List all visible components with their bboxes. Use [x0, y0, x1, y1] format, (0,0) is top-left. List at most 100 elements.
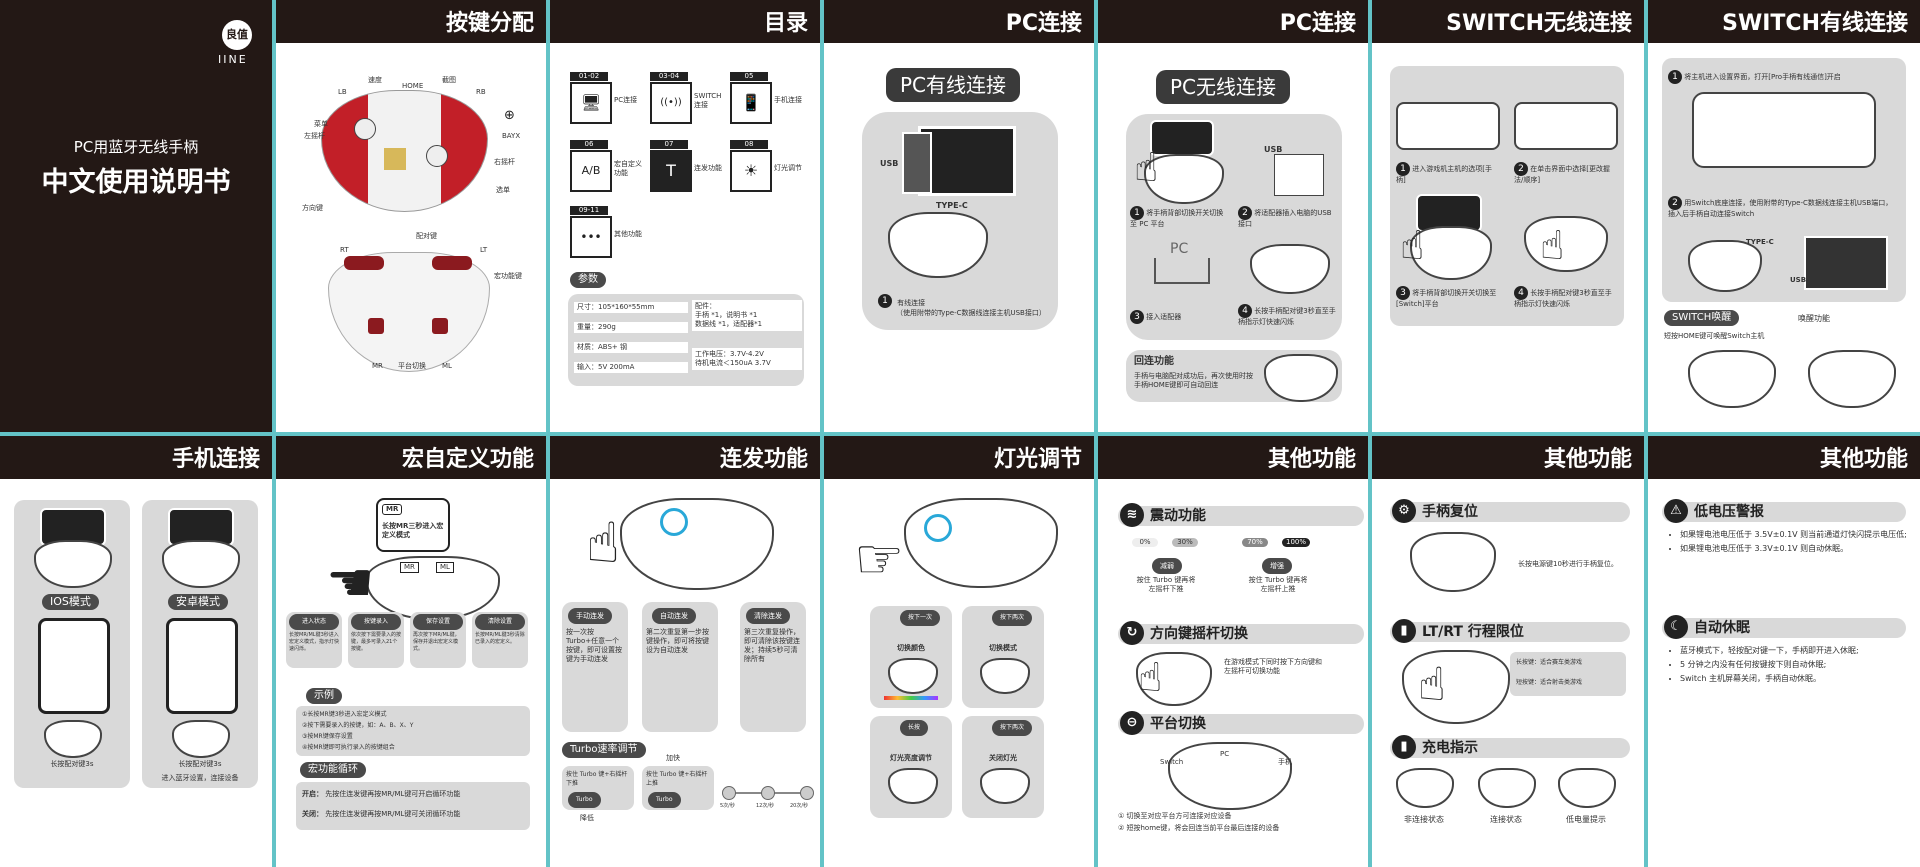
speed-box-down: 按住 Turbo 键+右摇杆下推 Turbo: [562, 766, 634, 810]
speed-mark: 12次/秒: [756, 803, 775, 809]
reconnect-box: 回连功能 手柄与电脑配对成功后，再次使用时按手柄HOME键即可自动回连: [1126, 350, 1342, 402]
toc-label: 连发功能: [694, 164, 722, 172]
charge-bar: ▮充电指示: [1390, 735, 1630, 759]
trigger-option: 短按键：适合射击类游戏: [1516, 679, 1583, 686]
controller-icon: [1136, 652, 1212, 706]
label-macro: 宏功能键: [494, 272, 522, 280]
trigger-option: 长按键：适合赛车类游戏: [1516, 659, 1583, 666]
example-line: ④按MR键即可执行录入的按键组合: [302, 744, 395, 751]
platform-tag-phone: 手机: [1278, 758, 1292, 766]
label-speed: 速度: [368, 76, 382, 84]
step-number: 3: [1130, 310, 1144, 324]
typec-label: TYPE-C: [936, 201, 968, 210]
pc-tower-icon: [902, 132, 932, 194]
tile-tag: 按下两次: [992, 720, 1033, 736]
speed-up: 加快: [666, 754, 680, 762]
label-rb: RB: [476, 88, 486, 96]
usb-label: USB: [1790, 276, 1807, 284]
bayx-icon: ⊕: [504, 108, 515, 123]
toc-num: 01-02: [570, 72, 608, 81]
controller-back-icon: [1250, 244, 1330, 294]
usb-label: USB: [880, 159, 899, 168]
auto-sleep-item: 蓝牙模式下，轻按配对键一下，手柄即开进入休眠;: [1680, 644, 1920, 658]
panel-pc-wired: PC连接 PC有线连接 USB TYPE-C 1 有线连接 （使用附带的Type…: [824, 0, 1094, 432]
step-1: 1 将主机进入设置界面，打开[Pro手柄有线通信]开启: [1668, 70, 1888, 84]
step-2: 2 将适配器插入电脑的USB接口: [1238, 206, 1332, 228]
panel-heading: PC连接: [824, 0, 1094, 43]
panel-keys: 按键分配 ⊕ LB 速度 HOME 截图 RB 菜单 左摇杆 右摇杆 选单 方向…: [276, 0, 546, 432]
gear-icon: ⚙: [1392, 499, 1416, 523]
params-label: 参数: [570, 272, 606, 288]
macro-bubble: MR 长按MR三秒进入宏定义模式: [376, 498, 450, 552]
panel-toc: 目录 01-02 🖥 PC连接 03-04 ((•)) SWITCH连接 05 …: [550, 0, 820, 432]
label-left-stick: 左摇杆: [304, 132, 325, 140]
pc-wireless-pill: PC无线连接: [1156, 70, 1291, 104]
label-pair: 配对键: [416, 232, 437, 240]
ios-label: IOS模式: [42, 594, 99, 610]
param-line: 手柄 *1，说明书 *1: [695, 311, 758, 319]
speed-dot-mid: [761, 786, 775, 800]
controller-icon: [162, 540, 240, 588]
param-line: 工作电压：3.7V-4.2V: [695, 350, 764, 358]
panel-macro: 宏自定义功能 MR 长按MR三秒进入宏定义模式 ☚ MR ML 进入状态长按MR…: [276, 436, 546, 867]
label-menu: 菜单: [314, 120, 328, 128]
step-title: 有线连接: [897, 299, 926, 307]
param-line: 数据线 *1，适配器*1: [695, 320, 763, 328]
level-100: 100%: [1282, 538, 1310, 547]
param-line: 待机电流＜150uA 3.7V: [695, 359, 771, 367]
usb-label: USB: [1264, 145, 1283, 154]
controller-icon: [904, 498, 1058, 588]
cover-subtitle: PC用蓝牙无线手柄: [73, 138, 199, 156]
level-0: 0%: [1132, 538, 1158, 547]
example-label: 示例: [306, 688, 342, 704]
controller-icon: [620, 498, 774, 590]
panel-phone: 手机连接 IOS模式 长按配对键3s 安卓模式 长按配对键3s 进入蓝牙设置，连…: [0, 436, 272, 867]
hand-icon: ☝: [1134, 145, 1159, 191]
step-number: 1: [1668, 70, 1682, 84]
controller-back: [328, 252, 490, 372]
param-input: 输入：5V 200mA: [574, 362, 688, 373]
switch-wireless-box: 1 进入游戏机主机的选项[手柄] 2 在单击界面中选择[更改握法/顺序] ☝ ☝…: [1390, 66, 1624, 326]
panel-heading: 宏自定义功能: [276, 436, 546, 479]
tile-label: 关闭灯光: [989, 754, 1017, 762]
toc-num: 03-04: [650, 72, 688, 81]
brand-name: IINE: [218, 53, 248, 66]
switch-console-icon: [1396, 102, 1500, 150]
card-title: 保存设置: [413, 614, 463, 630]
macro-card: 进入状态长按MR/ML键3秒进入宏定义模式，指示灯快速闪烁。: [286, 612, 342, 668]
toc-num: 09-11: [570, 206, 608, 215]
step-number: 1: [878, 293, 892, 308]
switch-slider-icon: [168, 508, 234, 546]
switch-slider-icon: [1150, 120, 1214, 156]
auto-sleep-item: Switch 主机屏幕关闭，手柄自动休眠。: [1680, 672, 1920, 686]
reset-text: 长按电源键10秒进行手柄复位。: [1518, 560, 1618, 568]
rotate-icon: ↻: [1120, 621, 1144, 645]
loop-label: 宏功能循环: [300, 762, 366, 778]
android-label: 安卓模式: [168, 594, 228, 610]
speed-down: 降低: [580, 814, 594, 822]
toc-num: 08: [730, 140, 768, 149]
switch-console-icon: [1514, 102, 1618, 150]
card-text: 长按MR/ML键3秒进入宏定义模式，指示灯快速闪烁。: [289, 632, 340, 652]
step-number: 2: [1668, 196, 1682, 210]
loop-off: 关闭： 先按住连发键再按MR/ML键可关闭循环功能: [302, 810, 461, 818]
color-bar: [884, 696, 938, 700]
monitor-icon: [918, 126, 1016, 196]
turbo-card: 自动连发 第二次重复第一步按键操作，即可将按键设为自动连发: [642, 602, 718, 732]
toc-label: SWITCH连接: [694, 92, 722, 109]
controller-icon: [1410, 226, 1492, 280]
pc-port-icon: [1154, 258, 1210, 284]
panel-heading: 目录: [550, 0, 820, 43]
step-4: 4 长按手柄配对键3秒直至手柄指示灯快速闪烁: [1514, 286, 1612, 308]
panel-heading: 连发功能: [550, 436, 820, 479]
turbo-key: Turbo: [568, 792, 601, 808]
panel-turbo: 连发功能 ☝ 手动连发 按一次按 Turbo+任意一个按键，即可设置按键为手动连…: [550, 436, 820, 867]
inc-label: 增强: [1262, 558, 1292, 574]
switch-dock-icon: [1804, 236, 1888, 290]
hand-icon: ☝: [586, 511, 621, 576]
panel-heading: 手机连接: [0, 436, 272, 479]
charge-state: 连接状态: [1490, 815, 1522, 824]
label-platform: 平台切换: [398, 362, 426, 370]
step-1: 1 有线连接 （使用附带的Type-C数据线连接主机USB接口）: [878, 290, 1054, 318]
trigger-options: 长按键：适合赛车类游戏 短按键：适合射击类游戏: [1510, 652, 1626, 696]
